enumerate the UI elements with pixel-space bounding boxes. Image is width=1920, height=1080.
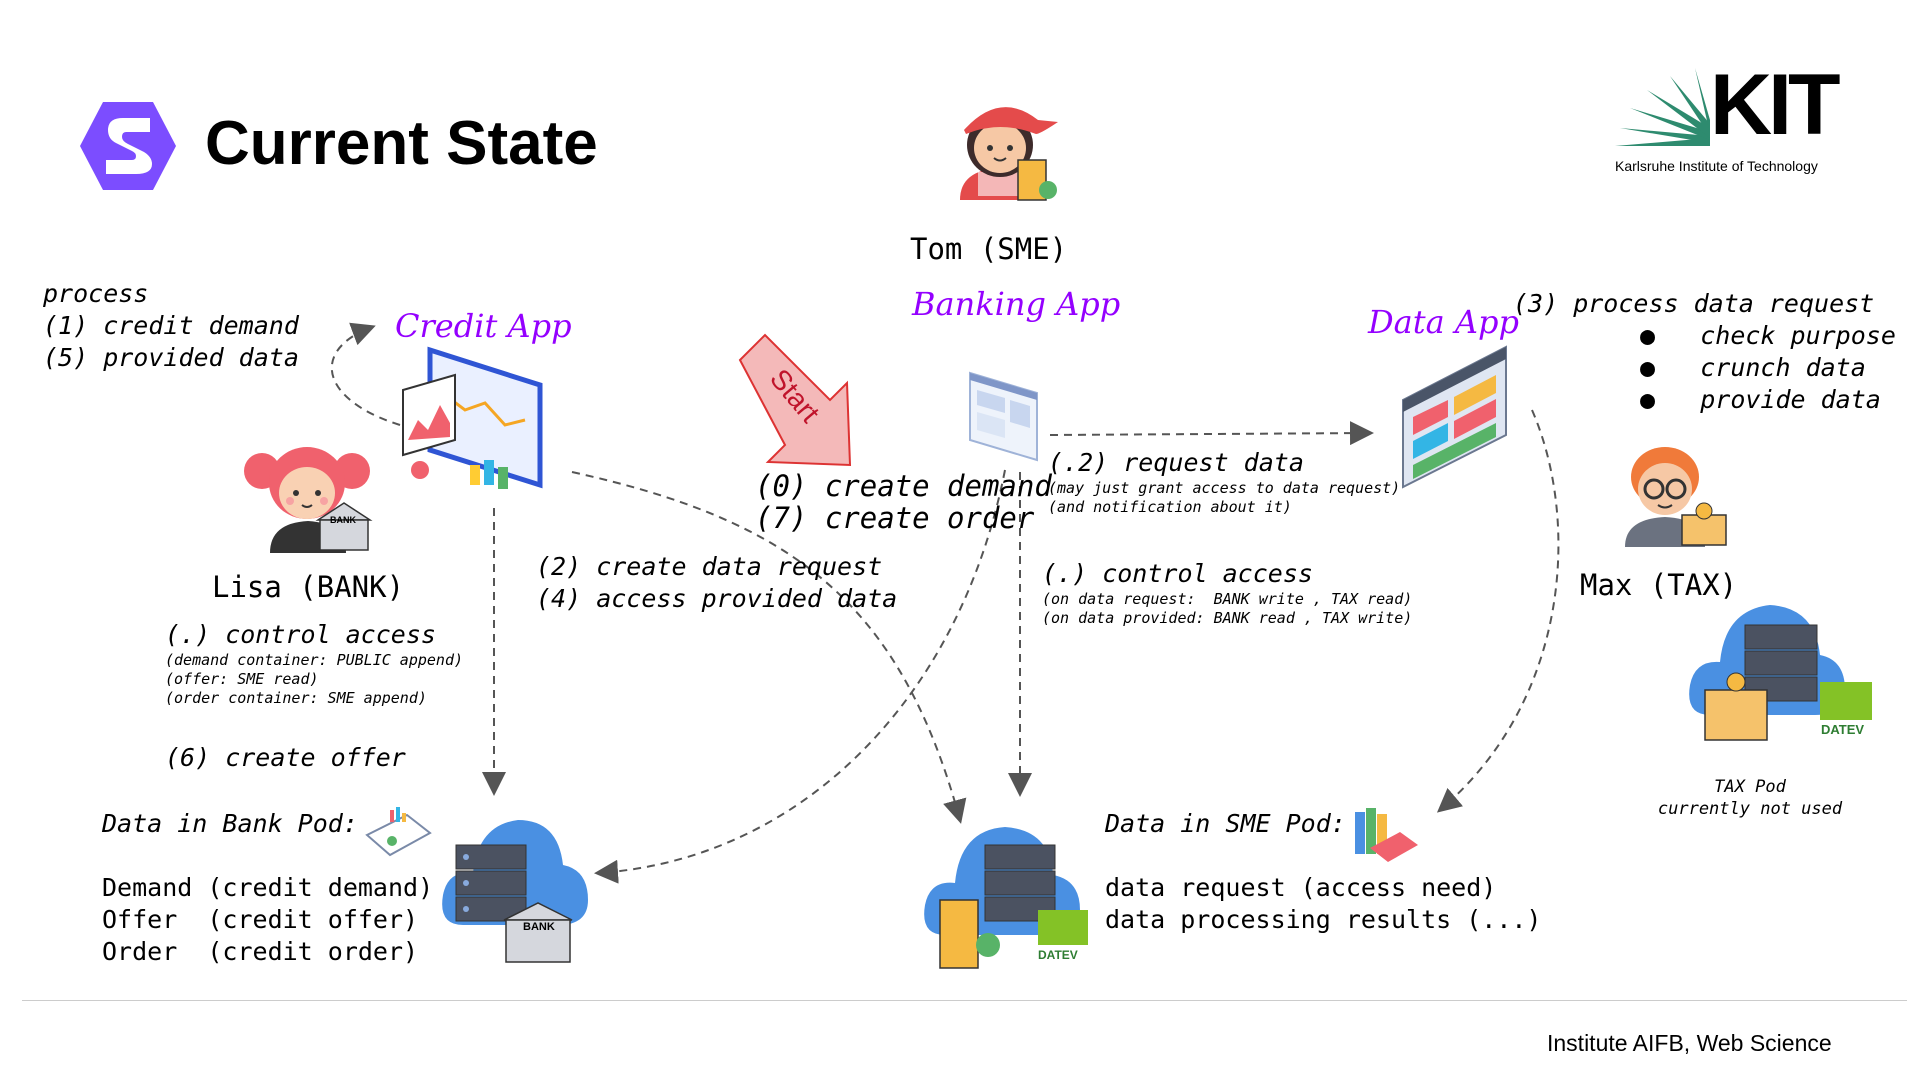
control-access-mid: (.) control access (on data request: BAN…: [1042, 558, 1412, 628]
control-mid-note-1: (on data request: BANK write , TAX read): [1042, 590, 1413, 608]
footer-divider: [22, 1000, 1907, 1001]
banking-app-icon: [965, 368, 1040, 463]
bullet-item: ● crunch data: [1640, 352, 1896, 384]
kit-wordmark: KIT: [1710, 57, 1841, 153]
step-request-data: (.2) request data: [1048, 448, 1304, 477]
tom-label: Tom (SME): [910, 232, 1068, 266]
data-app-label: Data App: [1368, 303, 1519, 341]
max-label: Max (TAX): [1580, 568, 1738, 602]
lisa-avatar: BANK: [240, 435, 380, 555]
step-request-note-2: (and notification about it): [1048, 498, 1292, 516]
sme-pod-row: data request (access need): [1105, 873, 1497, 902]
tax-pod-cloud-icon: DATEV: [1685, 590, 1875, 755]
start-arrow: Start: [735, 330, 875, 470]
bullet-item: ● check purpose: [1640, 320, 1896, 352]
step-3-bullets: ● check purpose ● crunch data ● provide …: [1640, 320, 1896, 416]
bank-pod-badge: BANK: [523, 921, 555, 933]
step-0: (0) create demand: [755, 469, 1052, 503]
step-request-note-1: (may just grant access to data request): [1048, 479, 1401, 497]
bullet-dot: ●: [1640, 385, 1656, 414]
request-data-block: (.2) request data (may just grant access…: [1048, 447, 1400, 517]
bank-pod-title: Data in Bank Pod:: [102, 809, 358, 838]
bank-pod-row: Offer (credit offer): [102, 905, 419, 934]
sme-pod-rows: data request (access need) data processi…: [1105, 872, 1542, 936]
control-mid-note-2: (on data provided: BANK read , TAX write…: [1042, 609, 1413, 627]
bullet-item: ● provide data: [1640, 384, 1896, 416]
process-block: process (1) credit demand (5) provided d…: [43, 278, 299, 374]
bullet-dot: ●: [1640, 321, 1656, 350]
step-7: (7) create order: [755, 501, 1035, 535]
credit-app-icon: [400, 345, 545, 495]
control-mid-title: (.) control access: [1042, 559, 1313, 588]
tax-datev-label: DATEV: [1821, 722, 1865, 737]
sme-pod-title: Data in SME Pod:: [1105, 809, 1346, 838]
kit-subtitle: Karlsruhe Institute of Technology: [1615, 158, 1818, 174]
sme-pod-books-icon: [1350, 800, 1420, 865]
tax-pod-line-1: TAX Pod: [1714, 777, 1786, 797]
page-title: Current State: [205, 109, 598, 178]
max-avatar: [1610, 435, 1730, 550]
banking-app-label: Banking App: [912, 285, 1121, 323]
lisa-label: Lisa (BANK): [212, 570, 405, 604]
control-left-note-2: (offer: SME read): [165, 670, 319, 688]
bullet-text: check purpose: [1700, 321, 1896, 350]
data-app-icon: [1398, 345, 1510, 490]
control-left-note-1: (demand container: PUBLIC append): [165, 651, 464, 669]
step-3: (3) process data request: [1513, 289, 1875, 318]
sme-pod-cloud-icon: DATEV: [920, 805, 1090, 975]
tax-pod-line-2: currently not used: [1657, 799, 1843, 819]
credit-app-label: Credit App: [395, 307, 572, 345]
bank-pod-row: Order (credit order): [102, 937, 419, 966]
step-4: (4) access provided data: [536, 584, 898, 613]
solid-logo: [78, 100, 178, 192]
lisa-bank-badge: BANK: [330, 515, 356, 525]
sme-steps: (0) create demand (7) create order: [755, 470, 1052, 534]
bank-pod-rows: Demand (credit demand) Offer (credit off…: [102, 872, 433, 968]
sme-datev-label: DATEV: [1038, 948, 1078, 962]
bullet-text: crunch data: [1700, 353, 1866, 382]
step-2: (2) create data request: [536, 552, 883, 581]
bullet-dot: ●: [1640, 353, 1656, 382]
bullet-text: provide data: [1700, 385, 1881, 414]
control-left-title: (.) control access: [165, 620, 436, 649]
bank-request-steps: (2) create data request (4) access provi…: [536, 551, 897, 615]
control-access-left: (.) control access (demand container: PU…: [165, 619, 463, 708]
bank-pod-doc-icon: [362, 805, 432, 865]
control-left-note-3: (order container: SME append): [165, 689, 427, 707]
kit-logo: KIT Karlsruhe Institute of Technology: [1615, 60, 1845, 178]
process-step-1: (1) credit demand: [43, 311, 299, 340]
bank-pod-row: Demand (credit demand): [102, 873, 434, 902]
process-title: process: [43, 279, 149, 308]
footer-institute: Institute AIFB, Web Science: [1547, 1030, 1832, 1056]
process-step-5: (5) provided data: [43, 343, 299, 372]
tax-pod-caption: TAX Pod currently not used: [1640, 776, 1860, 820]
bank-pod-cloud-icon: BANK: [438, 795, 593, 970]
step-6: (6) create offer: [165, 743, 406, 772]
sme-pod-row: data processing results (...): [1105, 905, 1542, 934]
tom-avatar: [940, 90, 1060, 205]
